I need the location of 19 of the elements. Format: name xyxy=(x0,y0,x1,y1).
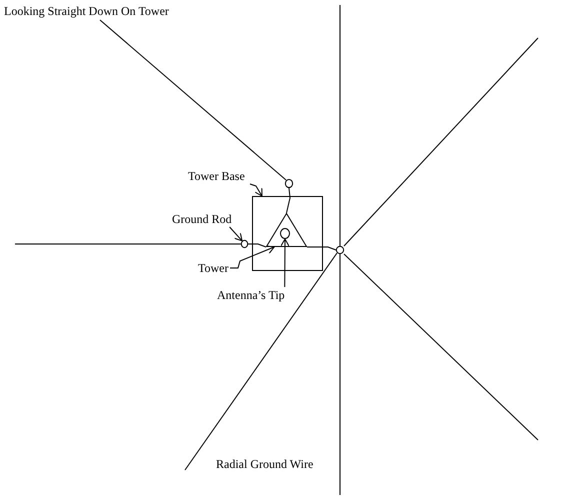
wire-label: Radial Ground Wire xyxy=(216,456,314,472)
wire-line xyxy=(286,188,290,214)
wire-line xyxy=(248,244,266,248)
callout-text: Tower xyxy=(198,260,230,276)
wire-line xyxy=(306,246,336,250)
callout-text: Ground Rod xyxy=(172,211,236,227)
leader-arrow xyxy=(250,184,262,196)
leader-arrow xyxy=(229,226,243,242)
diagram-title: Looking Straight Down On Tower xyxy=(4,3,169,19)
small-circle xyxy=(336,246,344,254)
tower-base-square xyxy=(252,196,323,271)
small-circle xyxy=(241,240,248,248)
leader-arrow xyxy=(230,245,275,268)
small-circle xyxy=(280,228,290,239)
leader-arrow xyxy=(280,238,290,288)
callout-text: Tower Base xyxy=(188,168,250,184)
callout-text: Antenna’s Tip xyxy=(217,287,289,303)
tower-triangle xyxy=(266,213,307,247)
small-circle xyxy=(285,179,293,188)
